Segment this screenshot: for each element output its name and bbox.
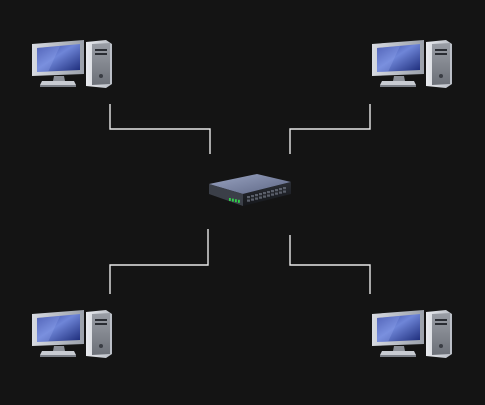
connection-top-left xyxy=(109,104,211,154)
connection-bottom-right xyxy=(289,235,371,294)
network-switch-icon xyxy=(209,174,291,206)
desktop-computer-icon xyxy=(372,310,452,358)
connection-top-right xyxy=(289,104,371,154)
desktop-computer-icon xyxy=(32,310,112,358)
network-switch[interactable] xyxy=(209,174,291,206)
desktop-computer-icon xyxy=(32,40,112,88)
computer-bottom-left[interactable] xyxy=(32,310,112,358)
computer-top-left[interactable] xyxy=(32,40,112,88)
computer-bottom-right[interactable] xyxy=(372,310,452,358)
connections xyxy=(109,104,371,294)
computer-top-right[interactable] xyxy=(372,40,452,88)
connection-bottom-left xyxy=(109,229,209,294)
desktop-computer-icon xyxy=(372,40,452,88)
